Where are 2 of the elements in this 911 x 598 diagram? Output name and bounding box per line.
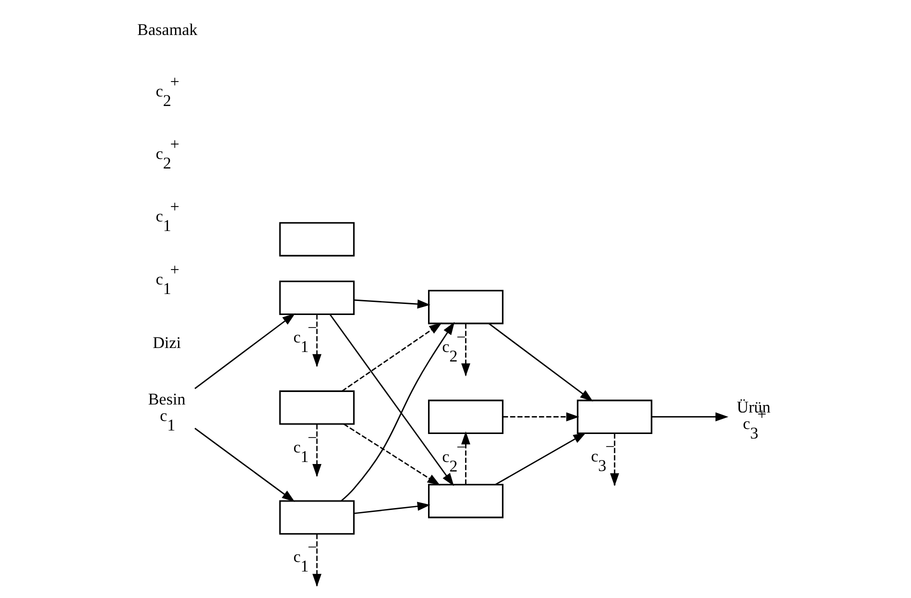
label: Dizi bbox=[152, 332, 181, 352]
label: Basamak bbox=[137, 20, 198, 39]
